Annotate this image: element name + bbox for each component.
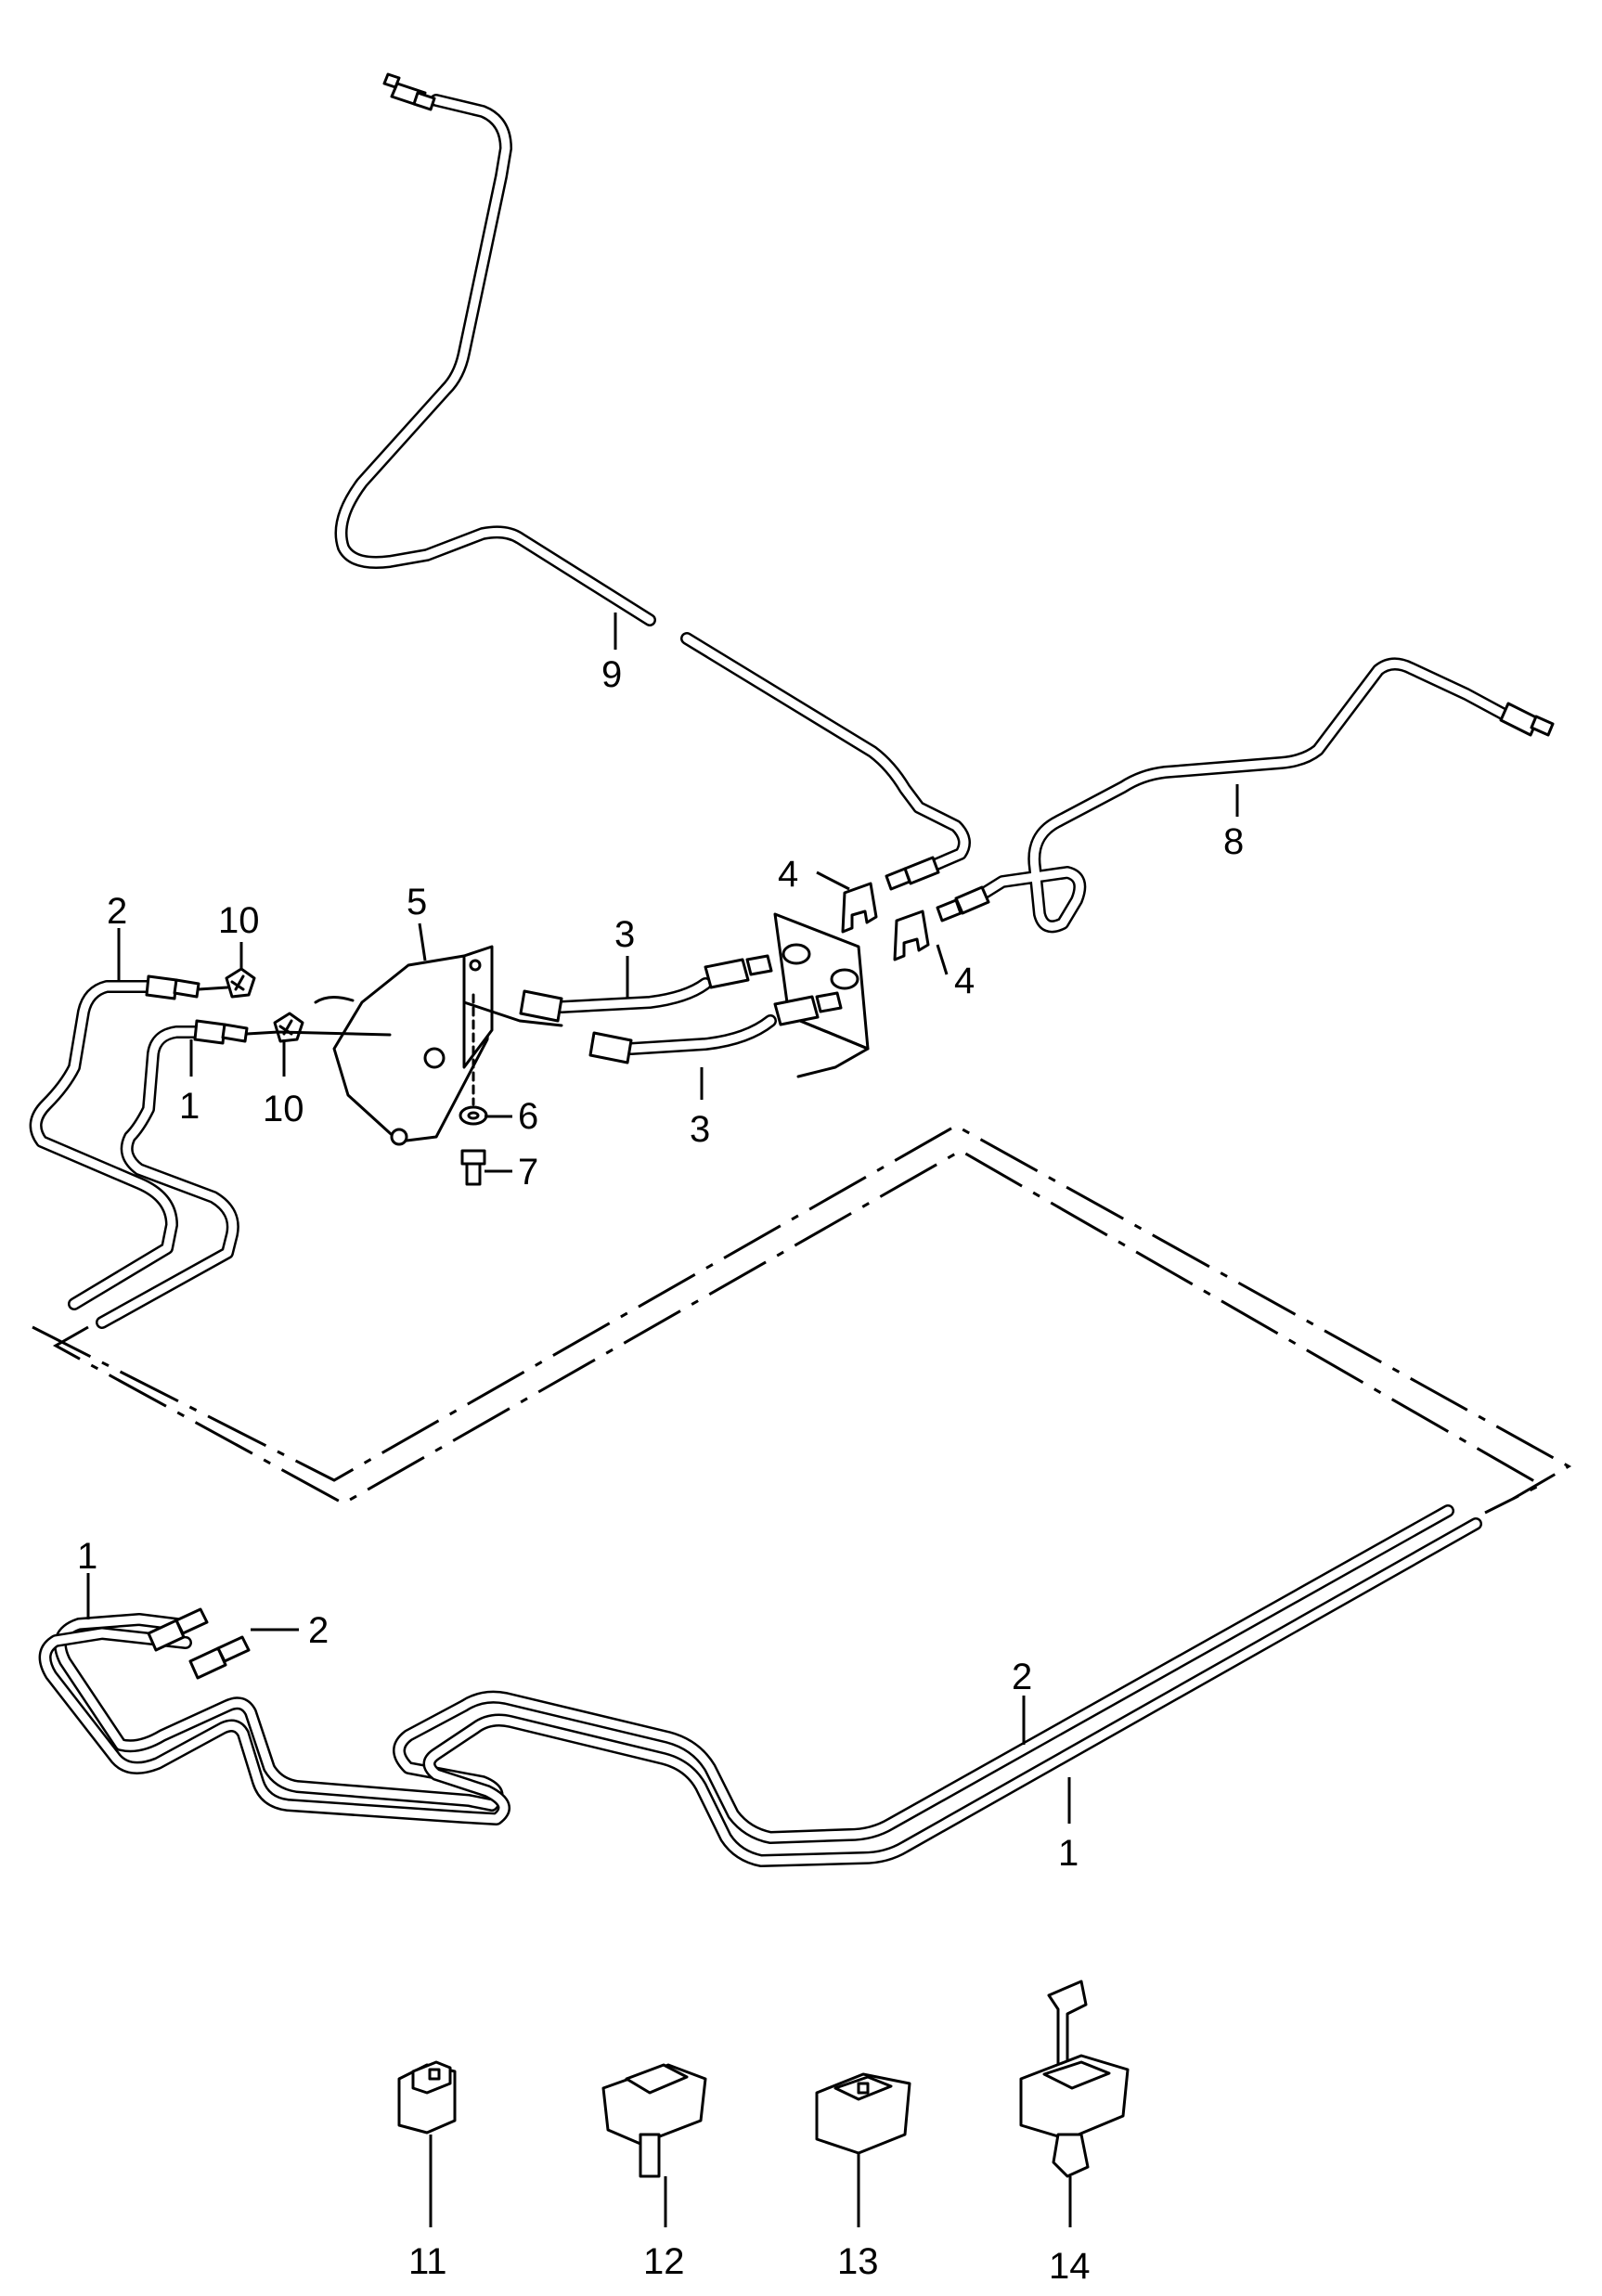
- brake-line-8: [936, 657, 1555, 934]
- leader-lines: [86, 613, 1239, 2227]
- callout-2-lower-right: 2: [1012, 1657, 1032, 1697]
- callout-4-lower: 4: [954, 961, 975, 1001]
- callout-1-lower-right: 1: [1058, 1833, 1079, 1874]
- callout-11: 11: [408, 2241, 447, 2282]
- clip-10-lower: [273, 1012, 304, 1043]
- callout-12: 12: [643, 2241, 685, 2282]
- callout-3-lower: 3: [690, 1109, 710, 1150]
- callout-2-lower-left: 2: [308, 1610, 329, 1651]
- callout-13: 13: [837, 2241, 879, 2282]
- clip-11: [397, 2060, 457, 2135]
- brake-hose-3-upper: [519, 954, 773, 1023]
- callout-5: 5: [407, 882, 427, 922]
- callout-10-lower: 10: [263, 1089, 304, 1129]
- callout-6: 6: [518, 1096, 538, 1137]
- callout-14: 14: [1049, 2246, 1091, 2287]
- callout-9: 9: [601, 654, 622, 695]
- brake-hose-3-lower: [588, 991, 843, 1064]
- callout-1-lower-left: 1: [77, 1536, 97, 1577]
- callout-4-upper: 4: [778, 854, 798, 895]
- clip-4-lower: [893, 909, 930, 961]
- brake-line-2-upper-left: [29, 974, 229, 1310]
- callout-1-upper-left: 1: [179, 1086, 200, 1127]
- clip-10-upper: [225, 967, 256, 999]
- callout-2-upper-left: 2: [107, 891, 127, 932]
- callout-8: 8: [1223, 821, 1244, 862]
- brake-line-9: [334, 72, 971, 891]
- clip-4-upper: [841, 882, 878, 934]
- bracket-5: [314, 945, 563, 1146]
- washer-6: [459, 1105, 488, 1126]
- callout-3-upper: 3: [614, 914, 635, 955]
- bolt-7: [460, 1149, 486, 1186]
- clip-12: [601, 2063, 707, 2178]
- clip-13: [815, 2072, 911, 2155]
- phantom-outline: [32, 1124, 1572, 1515]
- callout-7: 7: [518, 1152, 538, 1193]
- clip-14: [1019, 1980, 1130, 2178]
- brake-line-1-lower: [38, 1517, 1482, 1867]
- brake-line-1-upper-left: [96, 1019, 392, 1329]
- brake-line-2-lower: [54, 1504, 1454, 1844]
- callout-10-upper: 10: [218, 900, 260, 941]
